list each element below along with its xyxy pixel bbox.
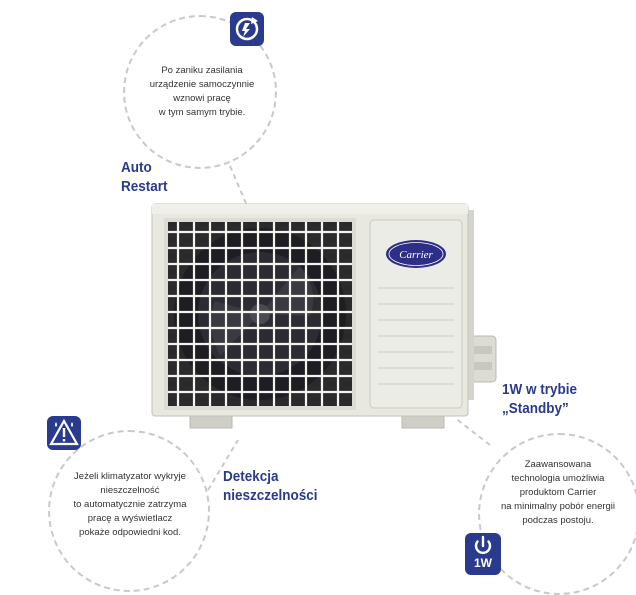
title-line: „Standby” <box>502 400 569 417</box>
desc-line: to automatycznie zatrzyma <box>73 499 187 510</box>
standby-circle <box>478 433 636 595</box>
title-line: Restart <box>121 178 168 195</box>
standby-badge: 1W <box>465 533 501 575</box>
desc-line: Po zaniku zasilania <box>161 65 243 76</box>
desc-line: w tym samym trybie. <box>158 107 246 118</box>
title-line: nieszczelności <box>223 487 318 504</box>
leak-detection-description: Jeżeli klimatyzator wykryje nieszczelnoś… <box>60 470 200 540</box>
auto-restart-title: Auto Restart <box>121 158 168 196</box>
outdoor-unit-image: Carrier <box>151 203 497 429</box>
leak-detection-circle <box>48 430 210 592</box>
power-1w-icon <box>474 535 492 554</box>
desc-line: produktom Carrier <box>519 487 597 498</box>
desc-line: nieszczelność <box>100 485 160 496</box>
auto-restart-circle <box>123 15 277 169</box>
desc-line: technologia umożliwia <box>511 473 605 484</box>
standby-title: 1W w trybie „Standby” <box>502 380 577 418</box>
desc-line: urządzenie samoczynnie <box>149 79 255 90</box>
standby-description: Zaawansowana technologia umożliwia produ… <box>488 458 628 528</box>
auto-restart-badge <box>230 12 264 46</box>
carrier-logo: Carrier <box>399 249 433 261</box>
power-restart-icon <box>235 17 259 41</box>
leak-warning-icon <box>49 418 79 446</box>
auto-restart-description: Po zaniku zasilania urządzenie samoczynn… <box>139 64 265 120</box>
desc-line: pracę a wyświetlacz <box>87 513 173 524</box>
desc-line: podczas postoju. <box>522 515 594 526</box>
title-line: Detekcja <box>223 468 279 485</box>
title-line: 1W w trybie <box>502 381 578 398</box>
leak-detection-title: Detekcja nieszczelności <box>223 467 318 505</box>
desc-line: na minimalny pobór energii <box>500 501 616 512</box>
title-line: Auto <box>121 159 152 176</box>
desc-line: Zaawansowana <box>524 459 592 470</box>
desc-line: wznowi pracę <box>173 93 231 104</box>
desc-line: Jeżeli klimatyzator wykryje <box>74 471 186 482</box>
standby-badge-label: 1W <box>474 556 492 570</box>
leak-detection-badge <box>47 416 81 450</box>
desc-line: pokaże odpowiedni kod. <box>79 527 181 538</box>
